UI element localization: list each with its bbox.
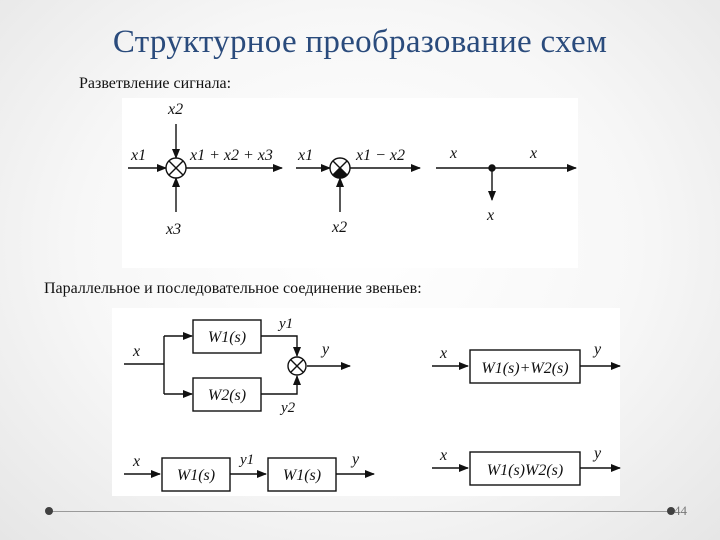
peq-label-block: W1(s)+W2(s) — [481, 360, 568, 377]
par-label-y1: y1 — [277, 316, 293, 332]
ser-label-y1: y1 — [238, 452, 254, 468]
footer-dot-right — [667, 507, 675, 515]
par-label-w1: W1(s) — [208, 329, 246, 346]
sum1-label-x2: x2 — [167, 101, 183, 118]
par-label-y: y — [320, 341, 330, 358]
sum2-label-x2: x2 — [331, 219, 347, 236]
page-number: 44 — [674, 503, 687, 518]
sum1-label-x1: x1 — [130, 147, 146, 164]
seq-label-x: x — [439, 447, 447, 464]
par-label-w2: W2(s) — [208, 387, 246, 404]
sum2-label-out: x1 − x2 — [355, 147, 405, 164]
seq-label-block: W1(s)W2(s) — [487, 462, 563, 479]
peq-label-x: x — [439, 345, 447, 362]
footer-rule — [50, 511, 670, 512]
par-y1-line — [261, 335, 301, 357]
ser-label-block1: W1(s) — [177, 467, 215, 484]
slide-title: Структурное преобразование схем — [112, 24, 608, 60]
par-y2-line — [261, 375, 301, 395]
summing-junction-2 — [329, 157, 351, 179]
footer-dot-left — [45, 507, 53, 515]
branch-point — [488, 164, 496, 172]
ser-label-y: y — [350, 451, 360, 468]
seq-label-y: y — [592, 445, 602, 462]
branch-label-out: x — [529, 145, 537, 162]
branching-panel — [122, 98, 578, 268]
branch-label-down: x — [486, 207, 494, 224]
sum2-label-x1: x1 — [297, 147, 313, 164]
peq-label-y: y — [592, 341, 602, 358]
caption-connections: Параллельное и последовательное соединен… — [44, 280, 422, 297]
par-label-y2: y2 — [279, 400, 296, 416]
summing-junction-3 — [287, 356, 307, 376]
par-label-x: x — [132, 343, 140, 360]
caption-branching: Разветвление сигнала: — [79, 75, 232, 92]
branch-label-in: x — [449, 145, 457, 162]
ser-label-x: x — [132, 453, 140, 470]
connections-panel — [112, 308, 620, 496]
sum1-label-out: x1 + x2 + x3 — [189, 147, 273, 164]
summing-junction-1 — [165, 157, 187, 179]
ser-label-block2: W1(s) — [283, 467, 321, 484]
sum1-label-x3: x3 — [165, 221, 181, 238]
